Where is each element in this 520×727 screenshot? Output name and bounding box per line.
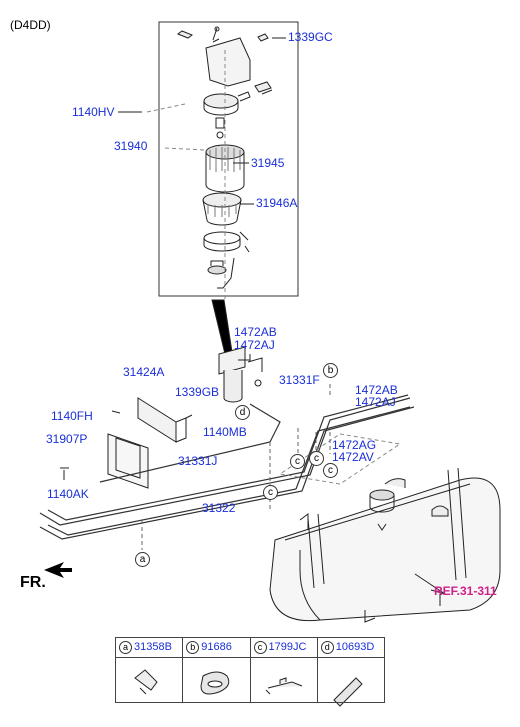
label-1472AG: 1472AG: [332, 438, 377, 452]
legend-part-a: 31358B: [134, 641, 172, 653]
lower-filter-bracket: [218, 346, 246, 375]
filter-cup: [202, 192, 242, 208]
label-1472AV: 1472AV: [332, 450, 374, 464]
filter-assembly-frame: [158, 21, 299, 297]
callout-c-2: c: [309, 451, 324, 466]
legend-image-d: [316, 657, 386, 703]
label-31940: 31940: [114, 139, 148, 153]
legend-part-d: 10693D: [335, 641, 375, 653]
filter-bracket: [205, 37, 251, 87]
label-1339GC: 1339GC: [288, 30, 333, 44]
label-31322: 31322: [202, 501, 236, 515]
clamp-band: [203, 231, 241, 245]
legend-letter-d: d: [320, 641, 334, 654]
label-31945: 31945: [251, 156, 285, 170]
callout-c-1: c: [290, 454, 305, 469]
callout-a: a: [135, 552, 150, 567]
callout-d: d: [235, 405, 250, 420]
label-1140HV: 1140HV: [72, 105, 115, 119]
callout-c-3: c: [323, 463, 338, 478]
legend-letter-a: a: [119, 641, 132, 654]
legend-part-c: 1799JC: [268, 641, 307, 653]
filter-head: [203, 93, 239, 109]
label-31424A: 31424A: [123, 365, 165, 379]
label-31946A: 31946A: [256, 196, 298, 210]
legend-image-c: [249, 657, 318, 703]
legend-image-b: [182, 657, 251, 703]
variant-label: (D4DD): [10, 18, 51, 32]
label-31331F: 31331F: [279, 373, 320, 387]
label-1472AJ-top: 1472AJ: [234, 338, 275, 352]
label-1472AJ-right: 1472AJ: [355, 395, 396, 409]
label-31907P: 31907P: [46, 432, 88, 446]
reference-label[interactable]: REF.31-311: [434, 584, 497, 598]
legend-letter-c: c: [253, 641, 267, 654]
callout-c-4: c: [263, 485, 278, 500]
pointer-arrow: [211, 299, 233, 355]
label-1140AK: 1140AK: [47, 487, 89, 501]
fuel-line-31322: [39, 397, 411, 526]
label-1339GB: 1339GB: [175, 385, 220, 399]
legend-image-a: [114, 657, 184, 703]
bracket-31424A: [137, 397, 177, 443]
callout-b: b: [323, 363, 338, 378]
label-1140FH: 1140FH: [51, 409, 93, 423]
label-31331J: 31331J: [178, 454, 218, 468]
legend-letter-b: b: [186, 641, 200, 654]
label-1472AB-right: 1472AB: [355, 383, 398, 397]
front-arrow: [44, 562, 72, 578]
label-1140MB: 1140MB: [203, 425, 247, 439]
label-1472AB-top: 1472AB: [234, 325, 277, 339]
fuel-line-31331J: [99, 403, 281, 483]
legend-part-b: 91686: [201, 641, 232, 653]
bracket-31907P: [107, 433, 149, 489]
front-label: FR.: [20, 574, 46, 591]
